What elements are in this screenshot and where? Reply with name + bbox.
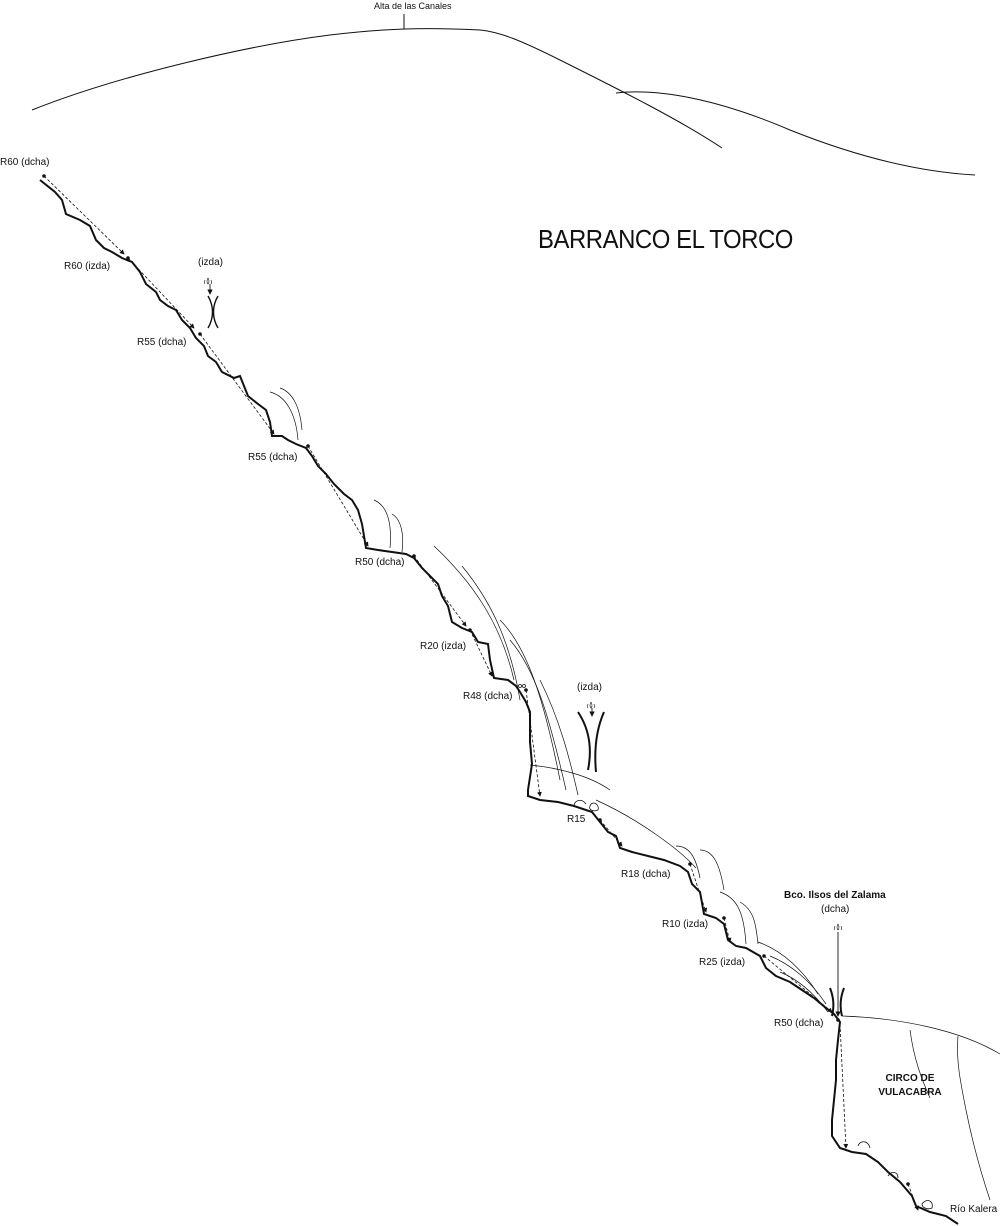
rappel-label-3: R55 (dcha) — [137, 337, 187, 348]
skyline — [31, 14, 976, 176]
tributary-1-wall-left — [207, 295, 214, 329]
circo-label-line-1: CIRCO DE — [885, 1073, 935, 1084]
ridge-line-back — [615, 91, 976, 176]
rappel-label-11: R25 (izda) — [699, 957, 746, 968]
anchor-point — [412, 554, 416, 558]
rappel-line-6 — [469, 629, 493, 677]
flow-arrows — [207, 284, 841, 1017]
tributary-3-name: Bco. Ilsos del Zalama — [784, 890, 886, 901]
rappel-label-8: R15 — [567, 814, 586, 825]
anchor-point — [598, 818, 602, 822]
rappel-line-10 — [723, 917, 732, 943]
rappel-line-9 — [689, 863, 708, 913]
anchor-point — [524, 688, 528, 692]
rappel-line-7 — [525, 689, 542, 797]
ridge-line — [31, 28, 723, 149]
tributary-1-label: (izda) — [198, 257, 224, 268]
rappel-line-5 — [413, 555, 467, 627]
anchor-point — [762, 954, 766, 958]
tributary-channels — [207, 295, 845, 1017]
water-drop-icon — [587, 701, 595, 709]
anchor-point — [126, 256, 130, 260]
anchor-point — [198, 332, 202, 336]
anchor-point — [722, 916, 726, 920]
rappel-line-4 — [307, 445, 369, 547]
water-drop-icon — [834, 923, 842, 931]
river-label: Río Kalera — [950, 1204, 998, 1215]
rappel-label-12: R50 (dcha) — [774, 1018, 824, 1029]
circo-label-line-2: VULACABRA — [878, 1087, 942, 1098]
summit-label: Alta de las Canales — [374, 1, 452, 11]
rappel-label-2: R60 (izda) — [64, 261, 111, 272]
rappel-label-5: R50 (dcha) — [355, 557, 405, 568]
rappel-lines — [43, 175, 919, 1211]
rappel-line-2 — [127, 257, 195, 329]
rappel-anchors — [42, 174, 910, 1186]
rappel-label-6: R20 (izda) — [420, 641, 467, 652]
rappel-label-1: R60 (dcha) — [0, 157, 50, 168]
anchor-point — [836, 1018, 840, 1022]
rappel-line-3 — [199, 333, 275, 435]
tributary-3-wall-left — [829, 987, 835, 1017]
boulders — [518, 684, 933, 1210]
anchor-point — [42, 174, 46, 178]
tributary-3-side: (dcha) — [821, 904, 850, 915]
anchor-point — [468, 628, 472, 632]
rappel-label-4: R55 (dcha) — [248, 452, 298, 463]
tributary-2-wall-left — [577, 711, 591, 771]
rappel-line-12 — [839, 1023, 849, 1149]
rappel-line-8 — [599, 819, 623, 847]
tributary-2-label: (izda) — [577, 682, 603, 693]
anchor-point — [906, 1182, 910, 1186]
water-drop-icon — [204, 277, 212, 285]
water-drop-icons — [204, 277, 842, 931]
tributary-2-wall-right — [594, 711, 605, 773]
rappel-label-10: R10 (izda) — [662, 919, 709, 930]
tributary-3-wall-right — [839, 987, 845, 1017]
rappel-label-9: R18 (dcha) — [621, 869, 671, 880]
anchor-point — [306, 444, 310, 448]
rappel-line-1 — [43, 175, 125, 255]
tributary-1-wall-right — [212, 295, 219, 329]
rappel-label-7: R48 (dcha) — [463, 691, 513, 702]
diagram-title: BARRANCO EL TORCO — [538, 224, 793, 254]
anchor-point — [688, 862, 692, 866]
canyon-walls — [269, 387, 1000, 1201]
